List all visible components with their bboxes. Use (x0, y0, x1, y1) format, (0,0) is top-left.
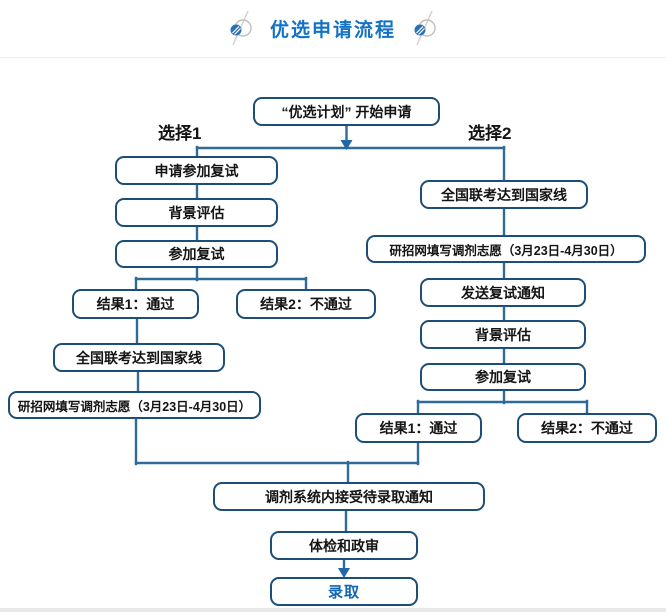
branch-label-choice1: 选择1 (158, 124, 202, 143)
page-bottom-edge (0, 608, 666, 612)
node-right-result-fail: 结果2：不通过 (517, 413, 657, 443)
node-attend-retest-right: 参加复试 (420, 363, 586, 391)
node-national-line-right: 全国联考达到国家线 (420, 180, 588, 209)
node-adjustment-form-left: 研招网填写调剂志愿（3月23日-4月30日） (8, 391, 261, 419)
node-physical-political-review: 体检和政审 (270, 531, 418, 560)
node-adjustment-form-right: 研招网填写调剂志愿（3月23日-4月30日） (366, 235, 646, 263)
node-right-result-pass: 结果1：通过 (355, 413, 482, 443)
node-background-eval-left: 背景评估 (115, 198, 278, 227)
node-national-line-left: 全国联考达到国家线 (53, 343, 225, 372)
branch-label-choice2: 选择2 (468, 124, 512, 143)
page-header: 优选申请流程 (0, 0, 666, 58)
node-accept-admission-notice: 调剂系统内接受待录取通知 (213, 482, 485, 511)
pin-decoration-icon (414, 10, 436, 45)
node-start: “优选计划” 开始申请 (253, 97, 440, 126)
node-admitted: 录取 (270, 577, 418, 606)
pin-decoration-icon (230, 10, 252, 45)
node-apply-retest: 申请参加复试 (115, 156, 278, 185)
page-title: 优选申请流程 (269, 20, 396, 41)
down-arrowhead-icon (340, 140, 353, 150)
node-background-eval-right: 背景评估 (420, 320, 586, 349)
node-attend-retest-left: 参加复试 (115, 240, 278, 268)
node-send-retest-notice: 发送复试通知 (420, 278, 586, 307)
node-left-result-pass: 结果1：通过 (72, 289, 199, 319)
node-left-result-fail: 结果2：不通过 (236, 289, 376, 319)
down-arrowhead-icon (338, 568, 350, 578)
